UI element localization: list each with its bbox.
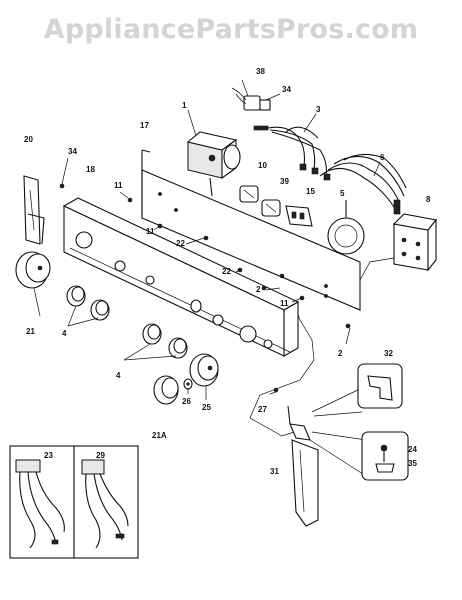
callout-4-center: 4 xyxy=(116,371,121,380)
callout-21: 21 xyxy=(26,327,35,336)
callout-34-top: 34 xyxy=(282,85,291,94)
knobs-center xyxy=(142,323,188,359)
timer xyxy=(186,131,241,197)
pressure-switch xyxy=(327,200,365,255)
wire-harness-6 xyxy=(319,153,407,215)
callout-27: 27 xyxy=(258,405,267,414)
screws xyxy=(59,183,351,393)
callout-8: 8 xyxy=(426,195,431,204)
callout-labels: 1 2 2 3 4 4 5 6 8 10 11 11 11 15 17 18 2… xyxy=(24,67,431,476)
callout-18: 18 xyxy=(86,165,95,174)
callout-34-left: 34 xyxy=(68,147,77,156)
inset-connector-29 xyxy=(73,445,139,559)
callout-21a: 21A xyxy=(152,431,167,440)
callout-22-upper: 22 xyxy=(176,239,185,248)
callout-38: 38 xyxy=(256,67,265,76)
callout-3: 3 xyxy=(316,105,321,114)
wire-harness xyxy=(253,125,331,181)
callout-10: 10 xyxy=(258,161,267,170)
detail-screw-nut xyxy=(309,431,409,481)
side-bracket xyxy=(23,175,45,245)
callout-26: 26 xyxy=(182,397,191,406)
callout-2-lower: 2 xyxy=(338,349,343,358)
callout-15: 15 xyxy=(306,187,315,196)
callout-39: 39 xyxy=(280,177,289,186)
detail-clip xyxy=(311,363,403,417)
callout-25: 25 xyxy=(202,403,211,412)
leader-lines xyxy=(33,79,381,400)
callout-2-upper: 2 xyxy=(256,285,261,294)
callout-5: 5 xyxy=(340,189,345,198)
callout-22-lower: 22 xyxy=(222,267,231,276)
callout-6: 6 xyxy=(380,153,385,162)
callout-29: 29 xyxy=(96,451,105,460)
callout-4-left: 4 xyxy=(62,329,67,338)
selector-switch xyxy=(239,185,259,203)
timer-knob xyxy=(15,251,51,289)
callout-24: 24 xyxy=(408,445,417,454)
relay-switch xyxy=(231,87,271,111)
front-panel xyxy=(62,197,300,357)
wire-harness-loop xyxy=(249,299,315,437)
inset-connector-23 xyxy=(9,445,75,559)
back-rail xyxy=(141,149,361,311)
knob-washer xyxy=(183,378,193,390)
selector-knob xyxy=(189,353,219,387)
callout-11-a: 11 xyxy=(114,181,123,190)
callout-20: 20 xyxy=(24,135,33,144)
callout-32: 32 xyxy=(384,349,393,358)
callout-17: 17 xyxy=(140,121,149,130)
callout-11-b: 11 xyxy=(146,227,155,236)
callout-23: 23 xyxy=(44,451,53,460)
callout-1: 1 xyxy=(182,101,187,110)
temperature-switch xyxy=(261,199,281,217)
dial-knob xyxy=(153,375,179,405)
callout-11-c: 11 xyxy=(280,299,289,308)
control-module xyxy=(359,213,438,281)
mounting-bracket xyxy=(287,405,319,527)
callout-35: 35 xyxy=(408,459,417,468)
push-switch xyxy=(285,205,313,227)
knobs-left xyxy=(66,285,110,321)
watermark-logo: AppliancePartsPros.com xyxy=(43,14,419,45)
callout-31: 31 xyxy=(270,467,279,476)
